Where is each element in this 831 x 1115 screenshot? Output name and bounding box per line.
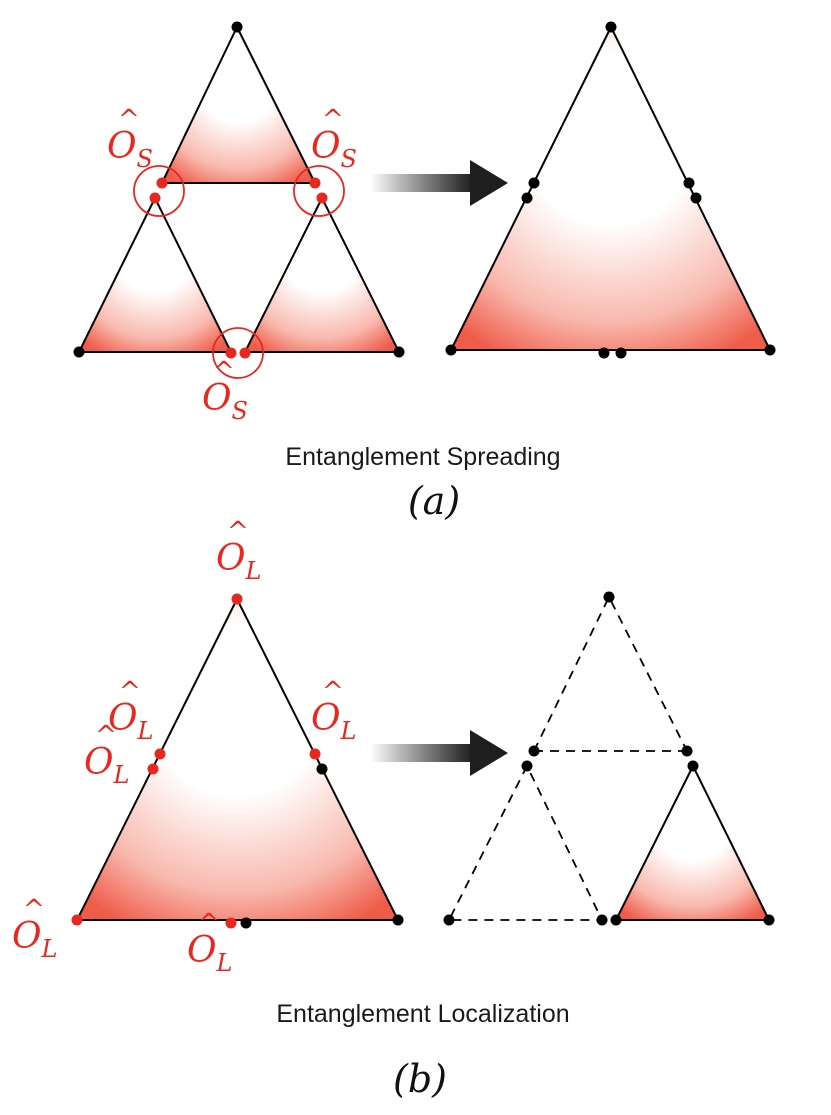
sierpinski-triangles-a bbox=[77, 24, 401, 353]
node bbox=[528, 745, 540, 757]
operator-circle-left bbox=[133, 165, 185, 217]
operator-node bbox=[309, 748, 321, 760]
node bbox=[763, 914, 775, 926]
operator-subscript: L bbox=[340, 717, 357, 745]
node bbox=[231, 21, 243, 33]
hat-accent: ^ bbox=[322, 677, 344, 707]
operator-node bbox=[225, 347, 237, 359]
dashed-triangles bbox=[447, 594, 688, 921]
operator-label-top: OL bbox=[216, 538, 261, 585]
operator-label-right: OL bbox=[311, 698, 356, 745]
panel-b: OL ^ OL ^ OL ^ OL ^ OL ^ OL ^ bbox=[12, 517, 775, 1101]
large-triangle bbox=[75, 596, 400, 921]
node bbox=[603, 591, 615, 603]
operator-node bbox=[309, 177, 321, 189]
caption-b: Entanglement Localization bbox=[276, 1000, 569, 1028]
operator-label-bottom: OS bbox=[202, 378, 248, 425]
operator-label-right: OS bbox=[311, 126, 357, 173]
merged-triangle bbox=[449, 24, 772, 351]
operator-node bbox=[147, 763, 159, 775]
node bbox=[521, 760, 533, 772]
operator-subscript: S bbox=[137, 145, 153, 173]
node bbox=[596, 914, 608, 926]
operator-subscript: L bbox=[245, 557, 262, 585]
node bbox=[521, 192, 533, 204]
node bbox=[681, 745, 693, 757]
operator-label-bottom-left: OL bbox=[12, 916, 57, 963]
node bbox=[598, 347, 610, 359]
node bbox=[316, 763, 328, 775]
operator-node bbox=[149, 192, 161, 204]
operator-subscript: L bbox=[137, 717, 154, 745]
panel-label-b: (b) bbox=[393, 1057, 447, 1101]
operator-subscript: S bbox=[232, 397, 248, 425]
operator-symbol: O bbox=[187, 930, 217, 971]
operator-node bbox=[154, 748, 166, 760]
operator-circle-bottom bbox=[212, 327, 264, 379]
panel-label-a: (a) bbox=[408, 479, 460, 523]
transition-arrow-b bbox=[370, 730, 508, 776]
node bbox=[683, 177, 695, 189]
triangle-top bbox=[160, 24, 317, 184]
hat-accent: ^ bbox=[23, 895, 45, 925]
operator-symbol: O bbox=[12, 916, 42, 957]
operator-label-left-upper: OL bbox=[108, 698, 153, 745]
operator-node bbox=[156, 177, 168, 189]
operator-label-left: OS bbox=[107, 126, 153, 173]
hat-accent: ^ bbox=[213, 357, 235, 387]
node bbox=[687, 760, 699, 772]
operator-circle-right bbox=[293, 165, 345, 217]
node bbox=[73, 346, 85, 358]
hat-accent: ^ bbox=[322, 105, 344, 135]
node bbox=[605, 21, 617, 33]
operator-symbol: O bbox=[311, 126, 341, 167]
operator-node bbox=[316, 192, 328, 204]
node bbox=[610, 914, 622, 926]
hat-accent: ^ bbox=[118, 105, 140, 135]
node bbox=[528, 177, 540, 189]
operator-node bbox=[225, 917, 237, 929]
operator-symbol: O bbox=[216, 538, 246, 579]
operator-subscript: L bbox=[41, 935, 58, 963]
triangle-bottom-left bbox=[77, 195, 233, 353]
hat-accent: ^ bbox=[198, 909, 220, 939]
node bbox=[443, 914, 455, 926]
node bbox=[690, 192, 702, 204]
hat-accent: ^ bbox=[119, 677, 141, 707]
node bbox=[445, 344, 457, 356]
operator-symbol: O bbox=[311, 698, 341, 739]
operator-subscript: L bbox=[216, 949, 233, 977]
node bbox=[240, 917, 252, 929]
hat-accent: ^ bbox=[95, 721, 117, 751]
localized-triangle bbox=[614, 763, 771, 921]
node bbox=[392, 914, 404, 926]
caption-a: Entanglement Spreading bbox=[285, 443, 560, 471]
operator-node bbox=[231, 593, 243, 605]
operator-symbol: O bbox=[84, 742, 114, 783]
hat-accent: ^ bbox=[227, 517, 249, 547]
node bbox=[393, 346, 405, 358]
operator-label-left-lower: OL bbox=[84, 742, 129, 789]
operator-symbol: O bbox=[107, 126, 137, 167]
triangle-bottom-right bbox=[243, 195, 401, 353]
node bbox=[615, 347, 627, 359]
transition-arrow-a bbox=[370, 160, 508, 206]
operator-symbol: O bbox=[202, 378, 232, 419]
node bbox=[764, 344, 776, 356]
operator-node bbox=[239, 347, 251, 359]
panel-a: OS ^ OS ^ OS ^ Entanglement Spreading (a… bbox=[73, 21, 776, 523]
operator-label-bottom: OL bbox=[187, 930, 232, 977]
operator-subscript: S bbox=[341, 145, 357, 173]
operator-node bbox=[71, 914, 83, 926]
operator-symbol: O bbox=[108, 698, 138, 739]
operator-subscript: L bbox=[113, 761, 130, 789]
